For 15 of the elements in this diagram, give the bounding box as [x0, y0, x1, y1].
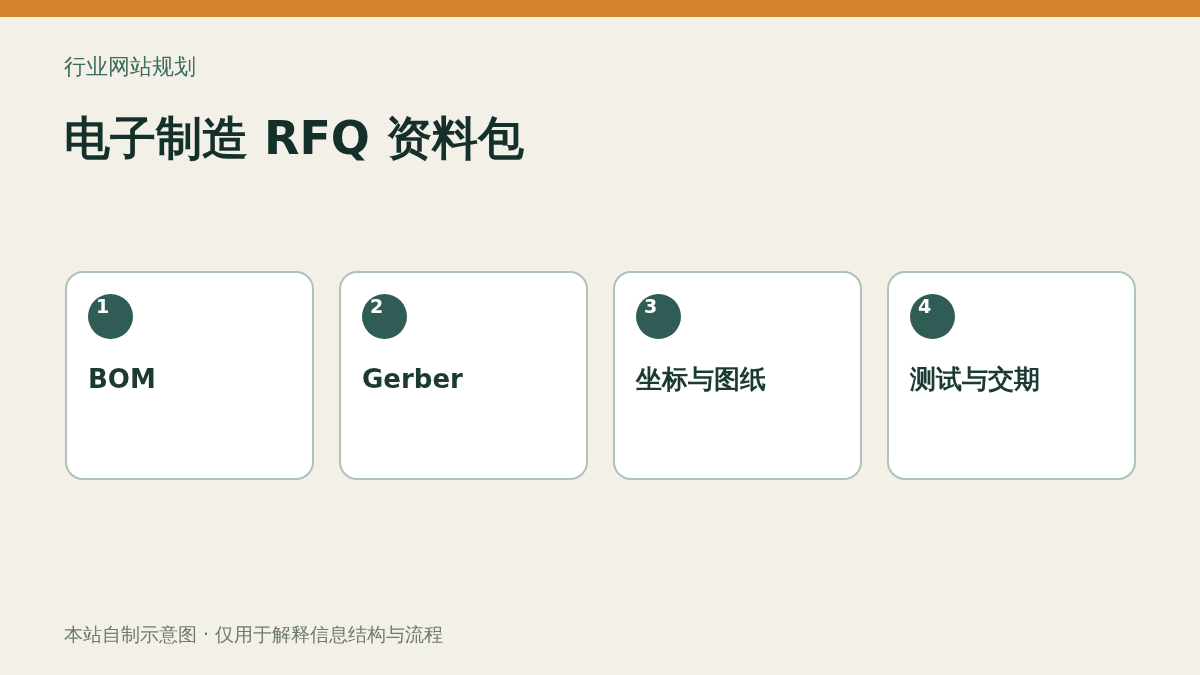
caption: 本站自制示意图 · 仅用于解释信息结构与流程 [64, 622, 444, 647]
card [65, 271, 314, 480]
card [613, 271, 862, 480]
card-title: BOM [88, 363, 156, 396]
card-title: 测试与交期 [910, 363, 1040, 396]
card [339, 271, 588, 480]
subtitle: 行业网站规划 [64, 53, 196, 81]
number-badge: 2 [362, 294, 407, 339]
title: 电子制造 RFQ 资料包 [64, 110, 524, 167]
number-badge: 4 [910, 294, 955, 339]
card [887, 271, 1136, 480]
number-badge: 3 [636, 294, 681, 339]
number-badge: 1 [88, 294, 133, 339]
card-title: Gerber [362, 363, 463, 396]
card-title: 坐标与图纸 [636, 363, 766, 396]
